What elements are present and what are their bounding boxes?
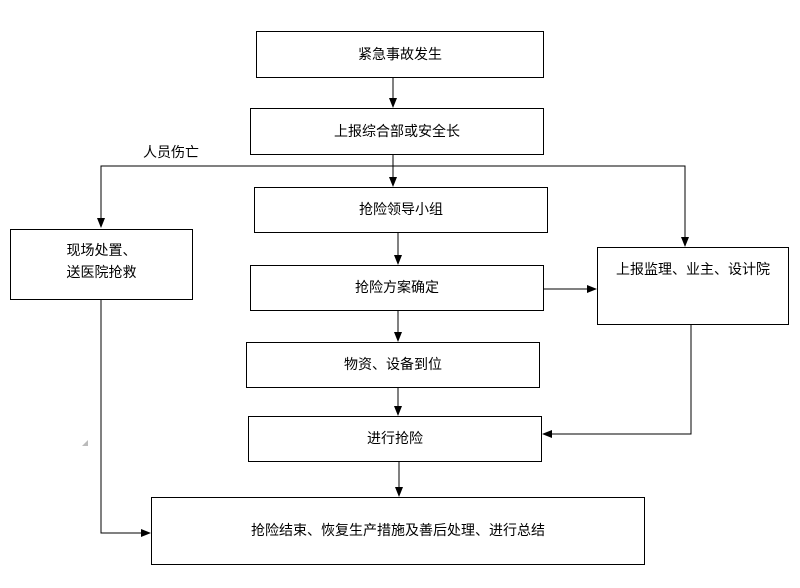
node-onsite-label-line1: 现场处置、 bbox=[66, 243, 137, 259]
node-leader-group-label: 抢险领导小组 bbox=[359, 202, 443, 218]
node-report-dept-label: 上报综合部或安全长 bbox=[334, 123, 460, 140]
arrow-external-to-rescue bbox=[542, 325, 692, 438]
resize-corner-mark bbox=[82, 440, 88, 446]
node-leader-group: 抢险领导小组 bbox=[254, 187, 548, 233]
edge-label-casualty: 人员伤亡 bbox=[143, 145, 199, 161]
node-finish: 抢险结束、恢复生产措施及善后处理、进行总结 bbox=[151, 497, 645, 565]
node-emergency-label: 紧急事故发生 bbox=[358, 46, 442, 63]
node-report-dept: 上报综合部或安全长 bbox=[250, 108, 544, 155]
node-emergency: 紧急事故发生 bbox=[256, 31, 544, 78]
node-plan-label: 抢险方案确定 bbox=[355, 280, 439, 296]
node-onsite-label-line2: 送医院抢救 bbox=[66, 265, 137, 281]
node-rescue: 进行抢险 bbox=[248, 416, 542, 462]
node-finish-label: 抢险结束、恢复生产措施及善后处理、进行总结 bbox=[251, 523, 545, 539]
node-materials-label: 物资、设备到位 bbox=[344, 357, 442, 373]
node-materials: 物资、设备到位 bbox=[246, 342, 540, 388]
arrow-branch-to-external bbox=[393, 165, 689, 247]
node-report-external-label: 上报监理、业主、设计院 bbox=[616, 262, 770, 278]
arrow-branch-to-onsite bbox=[97, 165, 393, 228]
node-plan: 抢险方案确定 bbox=[250, 265, 544, 311]
node-onsite: 现场处置、 送医院抢救 bbox=[10, 229, 193, 300]
node-report-external: 上报监理、业主、设计院 bbox=[597, 247, 789, 325]
arrow-onsite-to-finish bbox=[100, 300, 151, 537]
node-rescue-label: 进行抢险 bbox=[367, 431, 423, 447]
